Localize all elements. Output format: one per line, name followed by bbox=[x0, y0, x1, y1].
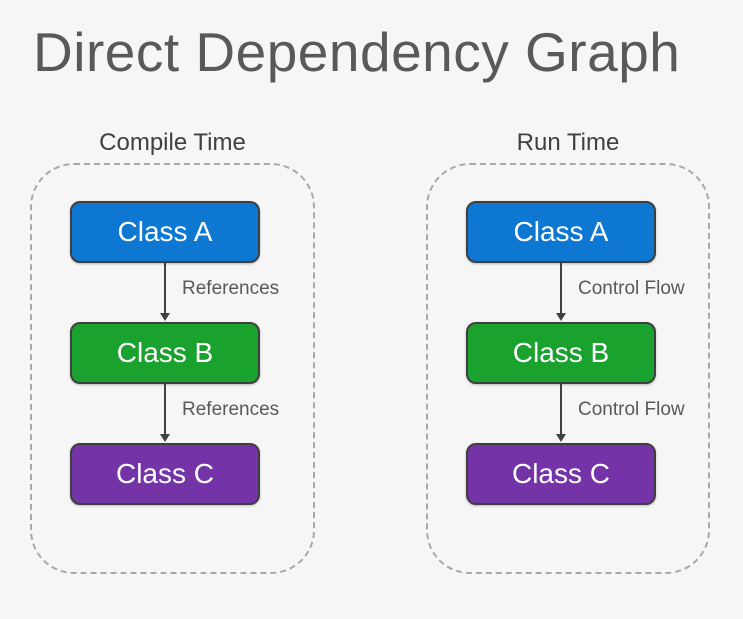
edge-a-to-b bbox=[556, 263, 566, 321]
arrowhead-down-icon bbox=[160, 313, 170, 321]
edge-a-to-b bbox=[160, 263, 170, 321]
group-run-time-boundary bbox=[426, 163, 710, 574]
page-title: Direct Dependency Graph bbox=[33, 21, 681, 83]
node-label: Class C bbox=[511, 458, 610, 489]
node-class-c-compile: Class C bbox=[70, 443, 260, 505]
edge-line bbox=[560, 263, 562, 314]
edge-b-to-c bbox=[160, 384, 170, 442]
edge-label-control-flow-2: Control Flow bbox=[578, 399, 685, 420]
node-class-a-runtime: Class A bbox=[466, 201, 656, 263]
group-compile-time: Compile Time Class A References Class B … bbox=[30, 128, 315, 578]
edge-b-to-c bbox=[556, 384, 566, 442]
edge-line bbox=[560, 384, 562, 435]
node-label: Class C bbox=[115, 458, 214, 489]
edge-line bbox=[164, 384, 166, 435]
node-class-b-runtime: Class B bbox=[466, 322, 656, 384]
node-label: Class A bbox=[513, 216, 609, 247]
edge-label-references-2: References bbox=[182, 399, 280, 420]
arrowhead-down-icon bbox=[160, 434, 170, 442]
edge-label-control-flow-1: Control Flow bbox=[578, 278, 685, 299]
node-label: Class A bbox=[117, 216, 213, 247]
group-compile-time-title: Compile Time bbox=[99, 129, 246, 156]
edge-label-references-1: References bbox=[182, 278, 280, 299]
group-run-time: Run Time Class A Control Flow Class B Co… bbox=[426, 128, 710, 578]
edge-line bbox=[164, 263, 166, 314]
group-run-time-title: Run Time bbox=[516, 129, 620, 156]
node-class-b-compile: Class B bbox=[70, 322, 260, 384]
group-compile-time-boundary bbox=[30, 163, 315, 574]
arrowhead-down-icon bbox=[556, 313, 566, 321]
node-label: Class B bbox=[512, 337, 610, 368]
node-class-a-compile: Class A bbox=[70, 201, 260, 263]
node-class-c-runtime: Class C bbox=[466, 443, 656, 505]
node-label: Class B bbox=[116, 337, 214, 368]
arrowhead-down-icon bbox=[556, 434, 566, 442]
